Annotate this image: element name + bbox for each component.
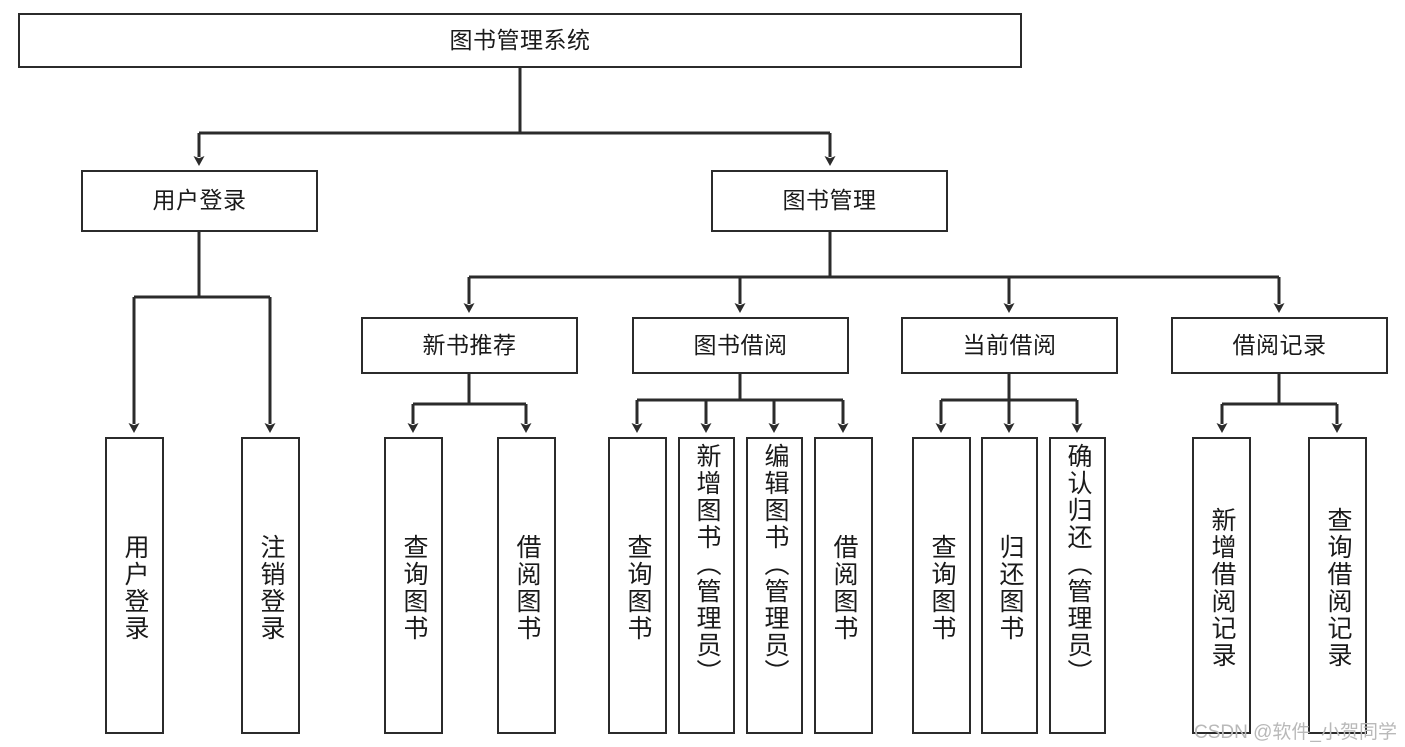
leaf-return-book[interactable]: 归还图书 [981,437,1038,734]
leaf-add-book-admin[interactable]: 新增图书（管理员） [678,437,735,734]
node-root-book-management-system[interactable]: 图书管理系统 [18,13,1022,68]
leaf-query-book-recommend[interactable]: 查询图书 [384,437,443,734]
leaf-query-book-borrow[interactable]: 查询图书 [608,437,667,734]
node-label: 编辑图书（管理员） [761,443,789,686]
leaf-confirm-return-admin[interactable]: 确认归还（管理员） [1049,437,1106,734]
node-label: 借阅图书 [513,533,541,642]
node-label: 查询借阅记录 [1324,506,1352,669]
node-book-management[interactable]: 图书管理 [711,170,948,232]
node-label: 新增图书（管理员） [693,443,721,686]
node-label: 图书管理 [782,187,877,214]
leaf-logout[interactable]: 注销登录 [241,437,300,734]
node-label: 借阅图书 [830,533,858,642]
node-label: 新增借阅记录 [1208,506,1236,669]
node-user-login[interactable]: 用户登录 [81,170,318,232]
leaf-user-login[interactable]: 用户登录 [105,437,164,734]
node-borrow-record[interactable]: 借阅记录 [1171,317,1388,374]
leaf-borrow-book-recommend[interactable]: 借阅图书 [497,437,556,734]
leaf-borrow-book[interactable]: 借阅图书 [814,437,873,734]
node-new-book-recommend[interactable]: 新书推荐 [361,317,578,374]
node-label: 新书推荐 [422,331,517,358]
leaf-edit-book-admin[interactable]: 编辑图书（管理员） [746,437,803,734]
node-label: 图书借阅 [693,331,788,358]
node-label: 查询图书 [400,533,428,642]
node-label: 当前借阅 [962,331,1057,358]
leaf-query-book-current[interactable]: 查询图书 [912,437,971,734]
node-label: 确认归还（管理员） [1064,443,1092,686]
node-label: 归还图书 [996,533,1024,642]
node-label: 图书管理系统 [449,26,591,53]
node-label: 注销登录 [257,533,285,642]
node-label: 查询图书 [624,533,652,642]
node-book-borrow[interactable]: 图书借阅 [632,317,849,374]
leaf-query-borrow-record[interactable]: 查询借阅记录 [1308,437,1367,734]
node-current-borrow[interactable]: 当前借阅 [901,317,1118,374]
node-label: 借阅记录 [1232,331,1327,358]
node-label: 查询图书 [928,533,956,642]
node-label: 用户登录 [121,533,149,642]
node-label: 用户登录 [152,187,247,214]
leaf-add-borrow-record[interactable]: 新增借阅记录 [1192,437,1251,734]
